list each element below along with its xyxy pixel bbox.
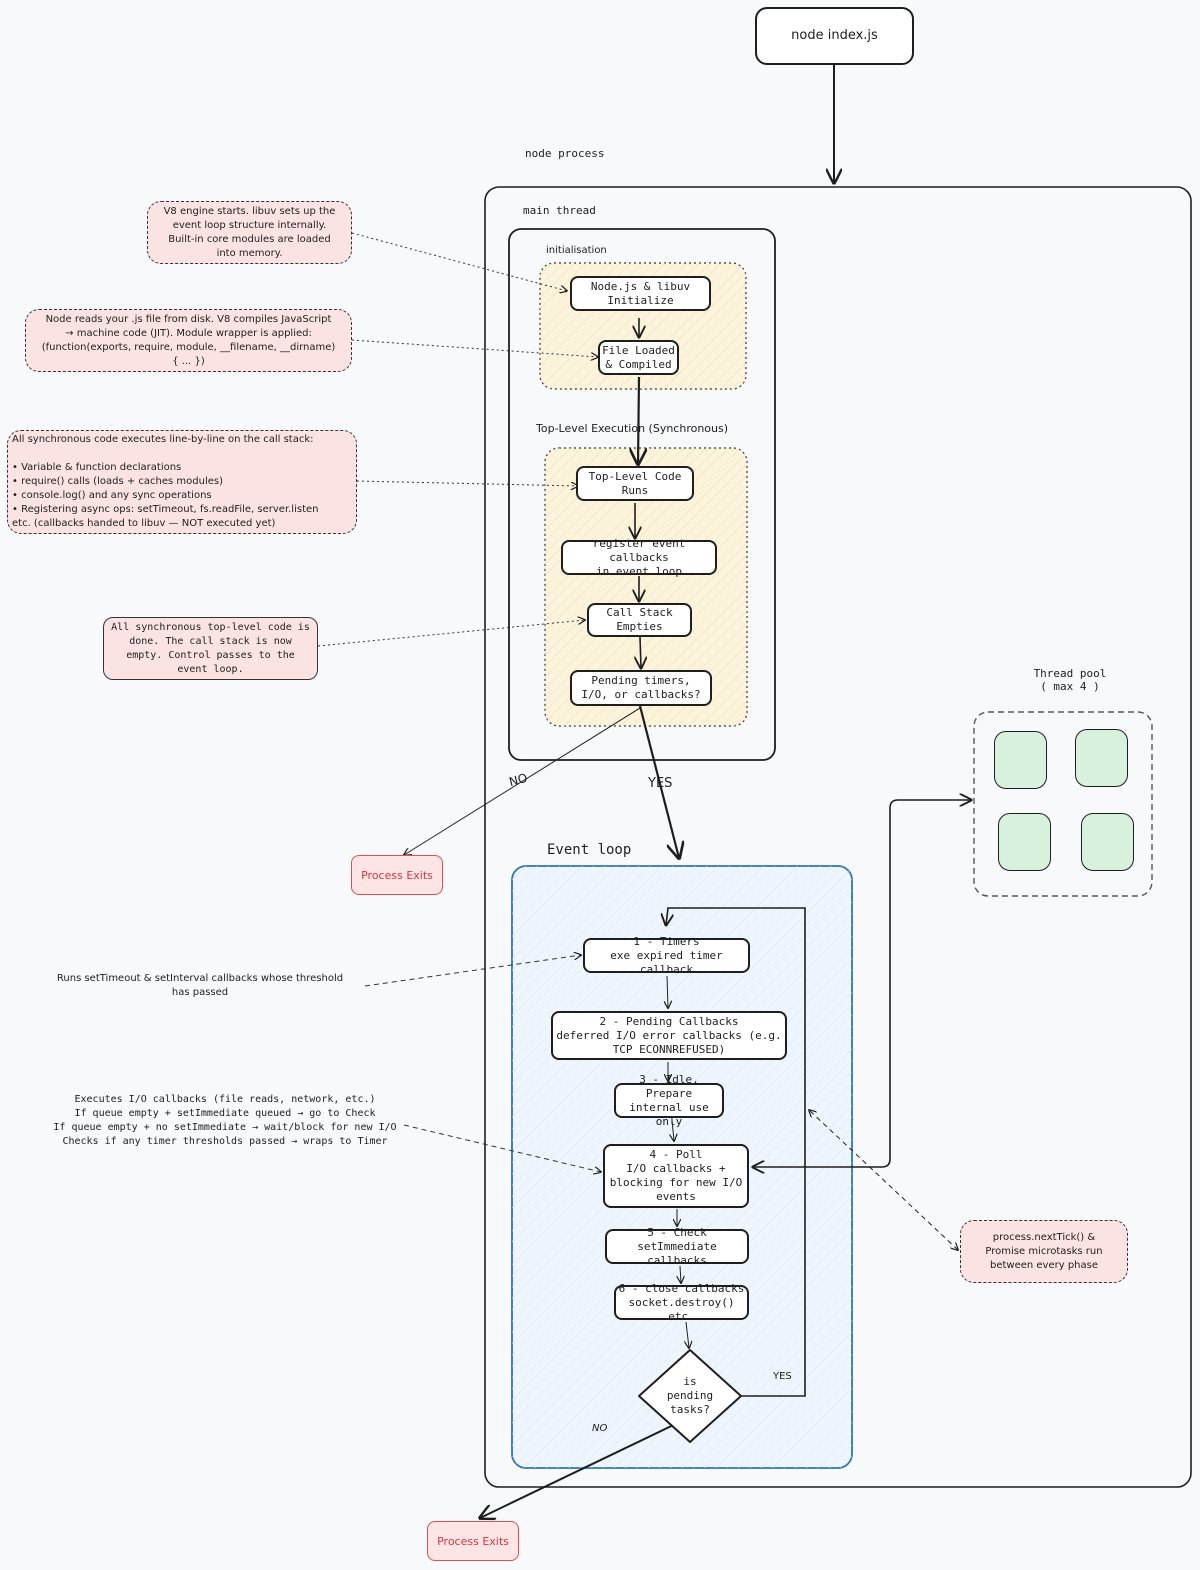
register-step: register event callbacks in event loop xyxy=(561,537,717,578)
process-exit-top: Process Exits xyxy=(351,855,443,895)
thread-pool-worker-2 xyxy=(1075,729,1128,787)
yes-label: YES xyxy=(648,776,673,791)
entry-node: node index.js xyxy=(755,7,914,65)
phase-close-callbacks: 6 - close callbacks socket.destroy() etc… xyxy=(614,1282,749,1323)
toplevel-step: Top-Level Code Runs xyxy=(576,466,694,501)
process-exit-bottom: Process Exits xyxy=(427,1521,519,1561)
thread-pool-worker-1 xyxy=(994,731,1047,789)
note-poll: Executes I/O callbacks (file reads, netw… xyxy=(53,1094,397,1147)
compile-step: File Loaded & Compiled xyxy=(598,340,679,375)
phase-idle-prepare: 3 - Idle, Prepare internal use only xyxy=(614,1073,724,1128)
callstack-step: Call Stack Empties xyxy=(587,603,692,637)
loop-no-label: NO xyxy=(592,1423,608,1434)
no-label: NO xyxy=(507,770,529,790)
main-thread-label: main thread xyxy=(523,204,596,217)
thread-pool-worker-4 xyxy=(1081,813,1134,871)
phase-check: 5 - Check setImmediate callbacks xyxy=(605,1226,749,1267)
event-loop-label: Event loop xyxy=(547,842,632,858)
phase-timers: 1 - Timers exe expired timer callback xyxy=(583,935,750,976)
initialisation-label: initialisation xyxy=(546,245,607,256)
note-sync-execution: All synchronous code executes line-by-li… xyxy=(7,430,357,534)
note-microtasks: process.nextTick() & Promise microtasks … xyxy=(960,1220,1128,1283)
thread-pool-worker-3 xyxy=(998,813,1051,871)
phase-pending-callbacks: 2 - Pending Callbacks deferred I/O error… xyxy=(551,1011,787,1060)
note-callstack-done: All synchronous top-level code is done. … xyxy=(103,617,318,680)
init-step: Node.js & libuv Initialize xyxy=(570,276,711,311)
pending-step: Pending timers, I/O, or callbacks? xyxy=(570,670,712,706)
decision-label: is pending tasks? xyxy=(666,1375,714,1416)
loop-yes-label: YES xyxy=(773,1371,792,1382)
note-compile: Node reads your .js file from disk. V8 c… xyxy=(25,309,352,372)
note-v8-start: V8 engine starts. libuv sets up the even… xyxy=(147,201,352,264)
top-level-label: Top-Level Execution (Synchronous) xyxy=(536,422,729,435)
phase-poll: 4 - Poll I/O callbacks + blocking for ne… xyxy=(603,1144,749,1208)
thread-pool-label: Thread pool ( max 4 ) xyxy=(1033,667,1107,693)
note-timers: Runs setTimeout & setInterval callbacks … xyxy=(56,973,344,998)
node-process-label: node process xyxy=(525,147,605,160)
